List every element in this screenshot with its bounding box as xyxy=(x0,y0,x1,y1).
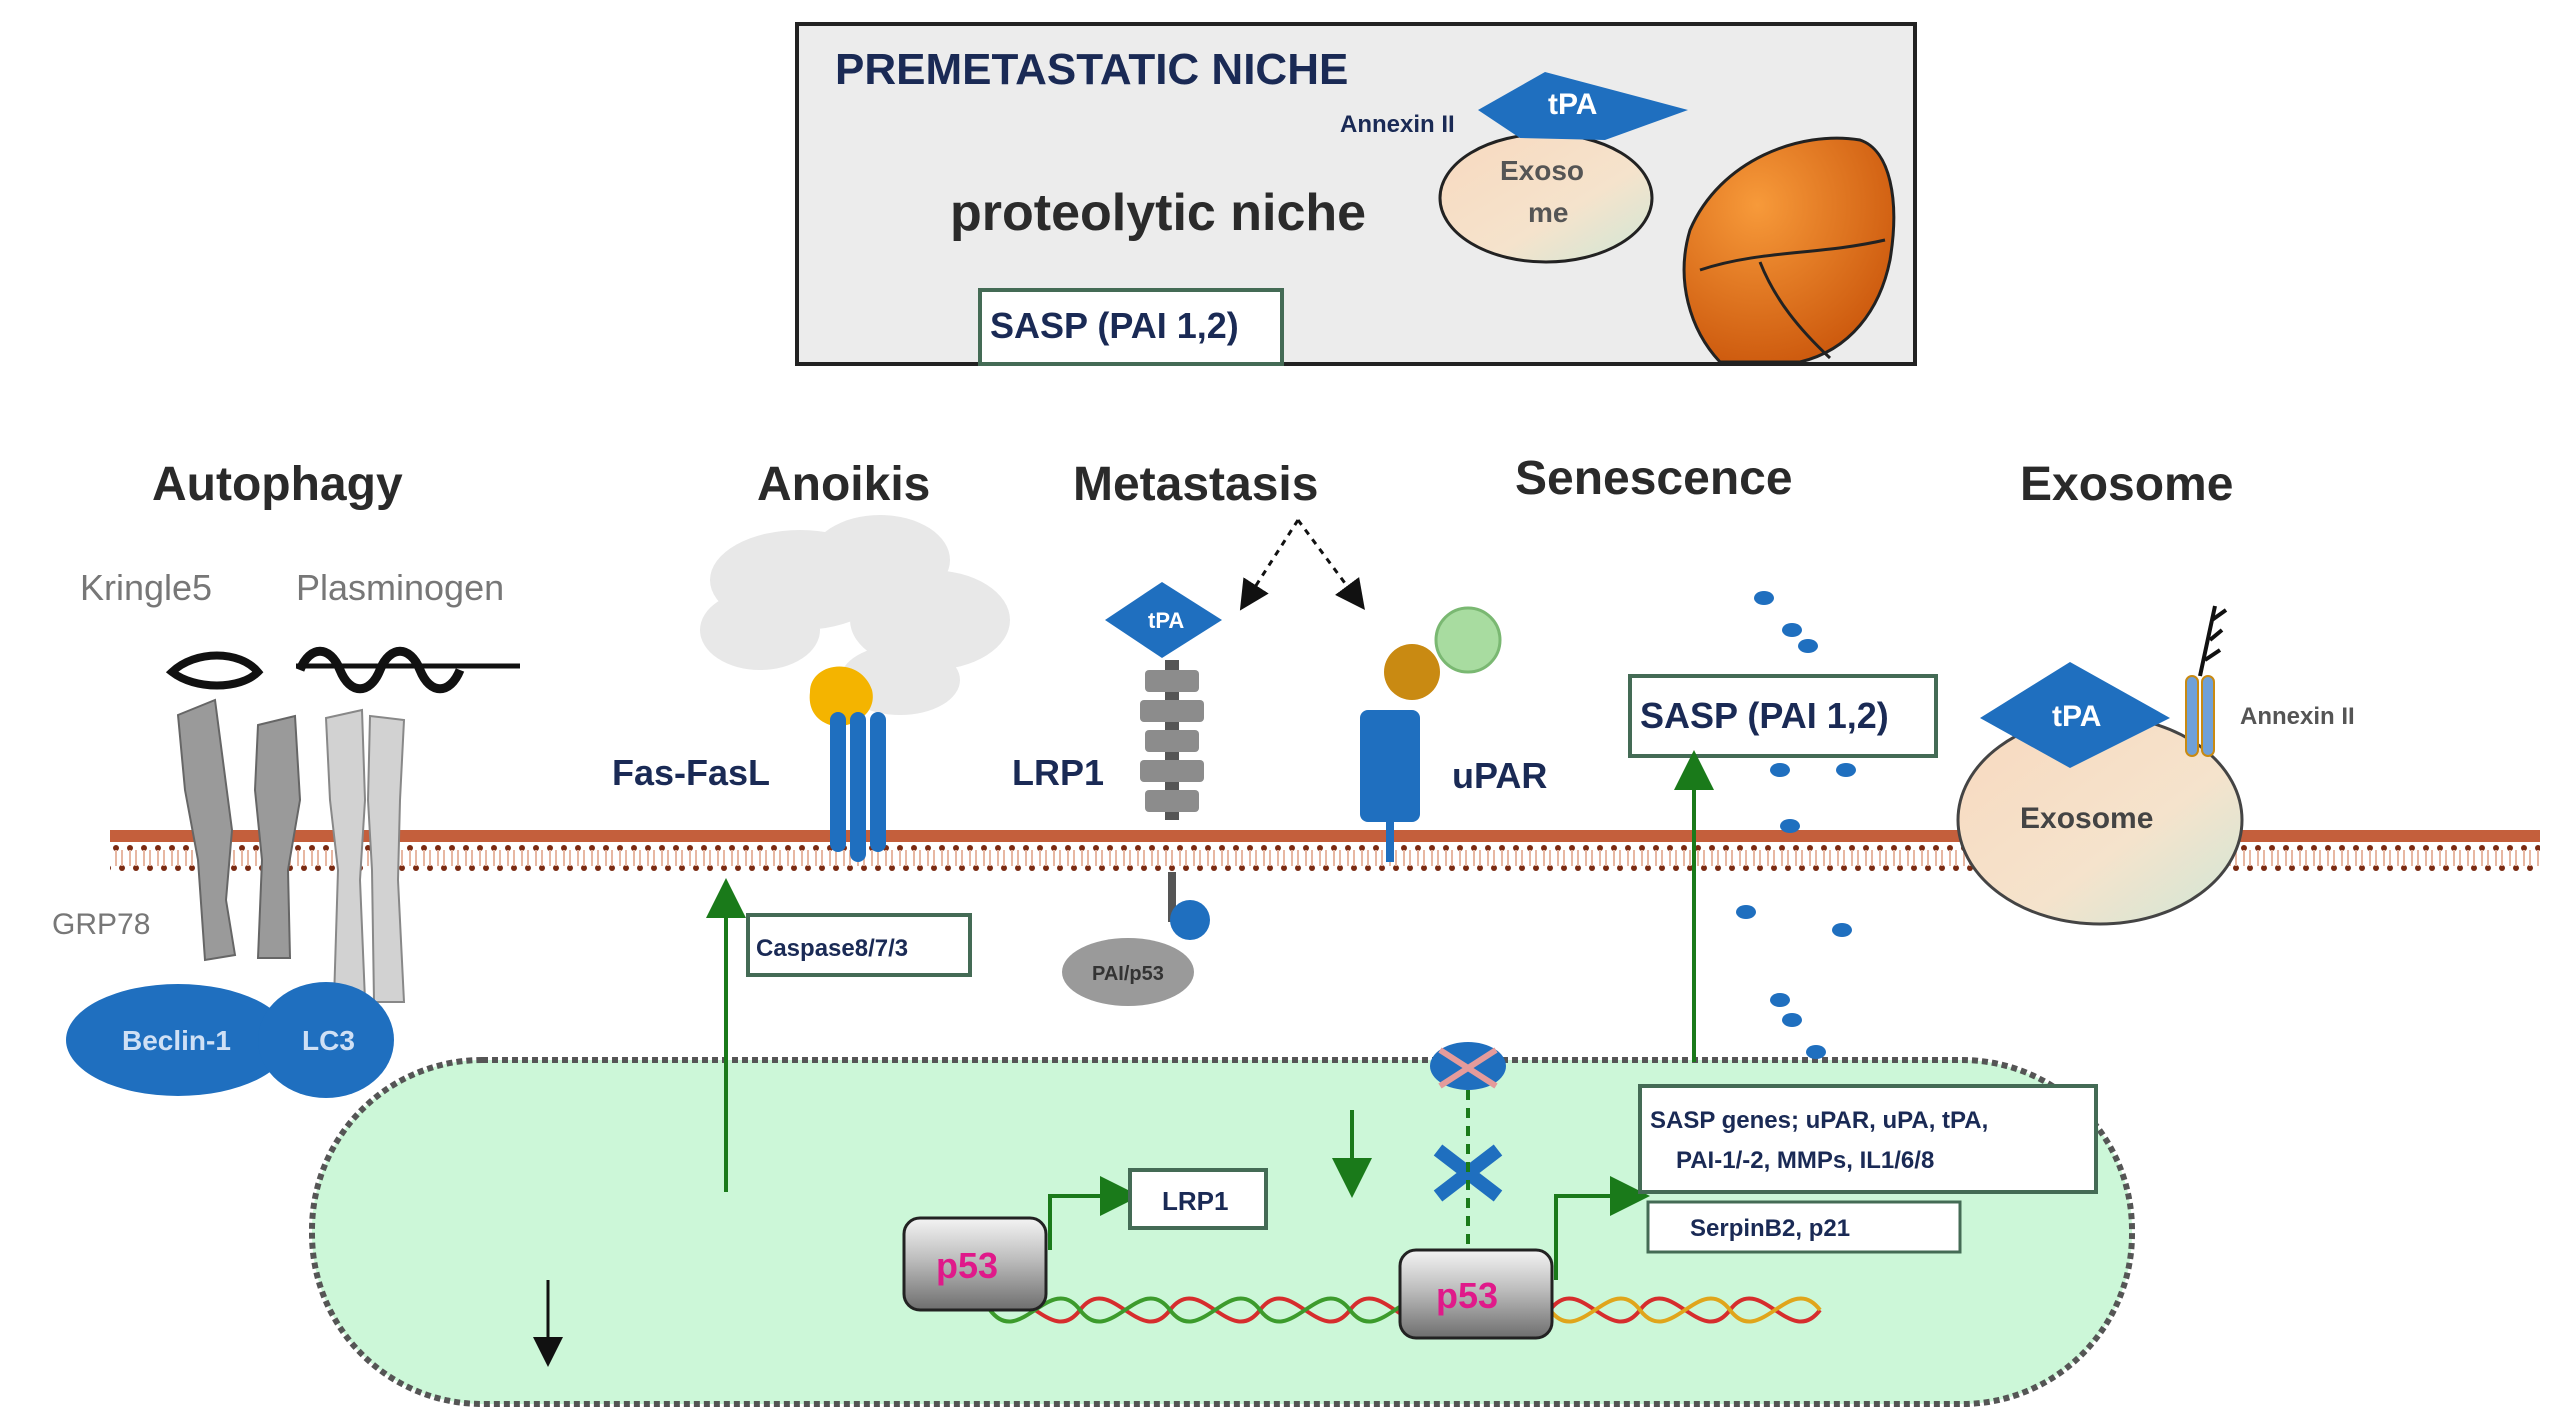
nucleus-contents: p53 LRP1 p53 SASP genes; uPAR, uPA, tPA,… xyxy=(533,1042,2098,1367)
heading-exosome: Exosome xyxy=(2020,458,2233,511)
beclin-1-node xyxy=(66,984,290,1096)
p53-right xyxy=(1398,1248,1554,1340)
fas-fasl-label: Fas-FasL xyxy=(612,752,770,793)
senescence-sasp-label: SASP (PAI 1,2) xyxy=(1640,695,1889,736)
heading-autophagy: Autophagy xyxy=(152,458,403,511)
serpinb2-label: SerpinB2, p21 xyxy=(1690,1215,1850,1242)
proteolytic-niche-label: proteolytic niche xyxy=(950,184,1366,242)
beclin-1-label: Beclin-1 xyxy=(122,1025,231,1056)
p53-to-sasp-arrow xyxy=(1554,1176,1650,1280)
exosome-tpa-shape xyxy=(1980,662,2170,768)
nucleus-lrp1-box xyxy=(1128,1168,1268,1230)
metastasis-tpa-shape xyxy=(1105,582,1222,658)
premetastatic-title: PREMETASTATIC NICHE xyxy=(835,45,1348,94)
senescence-group: SASP (PAI 1,2) xyxy=(1628,591,1938,1062)
sasp-genes-line-2: PAI-1/-2, MMPs, IL1/6/8 xyxy=(1676,1147,1934,1174)
plasminogen-icon xyxy=(295,646,520,694)
premetastatic-tpa-shape xyxy=(1478,72,1688,140)
heading-metastasis: Metastasis xyxy=(1073,458,1318,511)
premetastatic-annexin-label: Annexin II xyxy=(1340,111,1455,138)
sasp-secreted-particles xyxy=(1736,591,1856,1059)
plasminogen-receptor xyxy=(324,708,406,1003)
metastasis-arrow-right xyxy=(1296,519,1365,611)
grp78-label: GRP78 xyxy=(52,908,150,941)
grp78-receptor xyxy=(176,698,302,962)
premetastatic-sasp-box xyxy=(978,288,1284,366)
p53-to-lrp1-arrow xyxy=(1048,1176,1140,1250)
pai-p53-blue-dot xyxy=(1170,900,1210,940)
anoikis-group: Fas-FasL Caspase8/7/3 xyxy=(612,515,1010,1192)
p53-left-label: p53 xyxy=(936,1245,998,1286)
exosome-annexin-label: Annexin II xyxy=(2240,703,2355,730)
premetastatic-exosome-text-1: Exoso xyxy=(1500,155,1584,186)
exosome-body-label: Exosome xyxy=(2020,802,2153,835)
exosome-group: Exosome tPA Annexin II xyxy=(1956,605,2355,926)
kringle5-icon xyxy=(165,651,264,690)
metastasis-arrow-left xyxy=(1239,519,1300,611)
pai-p53-complex xyxy=(1062,938,1194,1006)
plasminogen-label: Plasminogen xyxy=(296,567,504,608)
sasp-genes-line-1: SASP genes; uPAR, uPA, tPA, xyxy=(1650,1107,1988,1134)
fas-receptor xyxy=(830,712,886,862)
lc3-node xyxy=(258,982,394,1098)
pai-p53-label: PAI/p53 xyxy=(1092,963,1164,985)
kringle5-label: Kringle5 xyxy=(80,567,212,608)
metastasis-tpa-label: tPA xyxy=(1148,608,1184,633)
lc3-label: LC3 xyxy=(302,1025,355,1056)
autophagy-group: Kringle5 Plasminogen GRP78 Beclin-1 LC3 xyxy=(52,567,520,1098)
extracellular-matrix-cloud xyxy=(700,515,1010,715)
heading-anoikis: Anoikis xyxy=(757,458,930,511)
lrp1-receptor xyxy=(1140,660,1204,922)
liver-icon xyxy=(1682,136,1896,364)
p53-left xyxy=(902,1216,1048,1312)
senescence-sasp-box xyxy=(1628,674,1938,758)
premetastatic-exosome-text-2: me xyxy=(1528,197,1568,228)
premetastatic-sasp-label: SASP (PAI 1,2) xyxy=(990,305,1239,346)
upar-receptor xyxy=(1360,606,1502,862)
annexin-ii-receptor xyxy=(2185,605,2228,757)
nuclear-pore-blocked xyxy=(1430,1042,1506,1202)
sasp-genes-box xyxy=(1638,1084,2098,1194)
lrp1-label: LRP1 xyxy=(1012,752,1104,793)
premetastatic-niche-panel: PREMETASTATIC NICHE proteolytic niche SA… xyxy=(795,22,1917,366)
p53-right-label: p53 xyxy=(1436,1275,1498,1316)
serpinb2-box xyxy=(1646,1200,1962,1254)
upar-label: uPAR xyxy=(1452,755,1547,796)
fasl-ligand xyxy=(809,666,873,726)
caspase-label: Caspase8/7/3 xyxy=(756,935,908,962)
nucleus-lrp1-label: LRP1 xyxy=(1162,1186,1228,1216)
heading-senescence: Senescence xyxy=(1515,452,1793,505)
premetastatic-tpa-label: tPA xyxy=(1548,88,1597,121)
caspase-box xyxy=(746,913,972,977)
dna-helix xyxy=(988,1296,1822,1324)
metastasis-group: tPA LRP1 PAI/p53 uPAR xyxy=(1012,519,1547,1006)
exosome-tpa-label: tPA xyxy=(2052,700,2101,733)
